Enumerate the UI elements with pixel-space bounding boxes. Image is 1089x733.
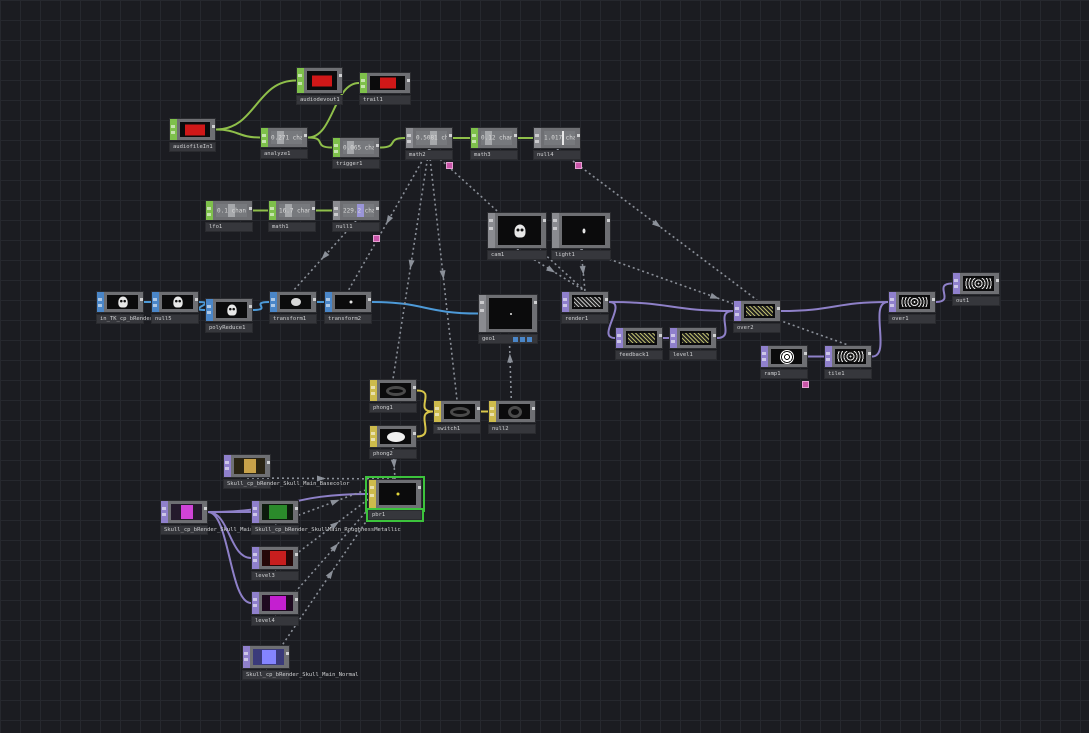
wire-top	[780, 301, 889, 312]
wire-mat	[416, 410, 434, 438]
node-level3[interactable]: level3	[251, 546, 299, 581]
node-math2[interactable]: 0.5081 chan1 math2	[405, 127, 453, 160]
node-null1[interactable]: 229.2 chan1 null1	[332, 200, 380, 232]
ref-wire-arrow	[330, 499, 340, 506]
ref-wire-arrow	[439, 270, 446, 280]
ref-wire-arrow	[330, 521, 339, 530]
node-normal-map[interactable]: Skull_cp_bRender_Skull_Main_Normal	[242, 645, 359, 680]
ref-wire-arrow	[316, 475, 326, 482]
wire-top	[716, 310, 734, 339]
node-level1[interactable]: level1	[669, 327, 717, 360]
wire-chop	[307, 136, 333, 149]
node-null5[interactable]: null5	[151, 291, 199, 324]
node-transform2[interactable]: transform2	[324, 291, 372, 324]
wire-chop	[379, 137, 406, 149]
node-math1[interactable]: 16.7 chan math1	[268, 200, 316, 232]
node-tile1[interactable]: tile1	[824, 345, 872, 379]
node-math3[interactable]: 0.12 chan math3	[470, 127, 518, 160]
ref-wire	[292, 220, 357, 292]
ref-wire-arrow	[652, 219, 661, 228]
ref-wire-arrow	[579, 265, 586, 275]
ref-wire-arrow	[386, 215, 394, 225]
node-over1[interactable]: over1	[888, 291, 936, 324]
node-audiodevout1[interactable]: audiodevout1	[296, 67, 343, 105]
node-phong2[interactable]: phong2	[369, 425, 417, 459]
ref-wire-arrow	[709, 292, 720, 299]
ref-wire-arrow	[507, 353, 514, 363]
ref-wire-arrow	[546, 265, 556, 273]
wire-sop	[252, 301, 270, 311]
node-ramp1[interactable]: ramp1	[760, 345, 808, 379]
node-trigger1[interactable]: 0.065 chan1 trigger1	[332, 137, 380, 169]
ref-wire-arrow	[390, 459, 397, 469]
node-null2[interactable]: null2	[488, 400, 536, 434]
ref-wire-arrow	[408, 259, 415, 269]
wire-sop	[197, 301, 207, 311]
wire-chop	[307, 82, 360, 139]
node-over2[interactable]: over2	[733, 300, 781, 333]
flag-marker[interactable]	[446, 162, 453, 169]
wire-top	[871, 301, 889, 358]
node-skull-sop-in[interactable]: in_TK_cp_bRender	[96, 291, 153, 324]
node-render1[interactable]: render1	[561, 291, 609, 324]
ref-wire-arrow	[325, 569, 334, 579]
node-diffuse-map[interactable]: Skull_cp_bRender_Skull_Main_Diffuse	[160, 500, 280, 535]
node-trail1[interactable]: trail1	[359, 72, 411, 105]
ref-wire-arrow	[321, 251, 330, 260]
node-polyreduce1[interactable]: polyReduce1	[205, 298, 253, 333]
wire-sop	[371, 301, 479, 315]
wire-top	[935, 282, 953, 303]
wire-chop	[215, 128, 261, 139]
node-pbr1[interactable]: pbr1	[365, 476, 425, 522]
node-lfo1[interactable]: 0.1 chan lfo1	[205, 200, 253, 232]
ref-wire-arrow	[330, 543, 339, 552]
node-null4[interactable]: 1.017 chan1 null4	[533, 127, 581, 160]
wire-top	[608, 301, 734, 312]
node-cam1[interactable]: cam1	[487, 212, 547, 260]
flag-marker[interactable]	[373, 235, 380, 242]
flag-marker[interactable]	[575, 162, 582, 169]
node-phong1[interactable]: phong1	[369, 379, 417, 413]
ref-wire	[516, 248, 586, 292]
wire-top	[207, 511, 252, 604]
node-basecolor-map[interactable]: Skull_cp_bRender_Skull_Main_Basecolor	[223, 454, 350, 489]
wire-mat	[416, 389, 434, 413]
node-audiofilein1[interactable]: audiofileIn1	[169, 118, 216, 152]
flag-marker[interactable]	[802, 381, 809, 388]
node-analyze1[interactable]: 0.271 chan1 analyze1	[260, 127, 308, 159]
node-level4[interactable]: level4	[251, 591, 299, 626]
node-transform1[interactable]: transform1	[269, 291, 317, 324]
node-switch1[interactable]: switch1	[433, 400, 481, 434]
wire-top	[207, 511, 252, 559]
node-geo1[interactable]: geo1	[478, 294, 538, 344]
node-roughness-metallic-map[interactable]: Skull_cp_bRender_SkullMain_RoughnessMeta…	[251, 500, 401, 535]
node-light1[interactable]: light1	[551, 212, 611, 260]
node-feedback1[interactable]: feedback1	[615, 327, 663, 360]
wire-chop	[215, 79, 297, 131]
node-out1[interactable]: out1	[952, 272, 1000, 306]
